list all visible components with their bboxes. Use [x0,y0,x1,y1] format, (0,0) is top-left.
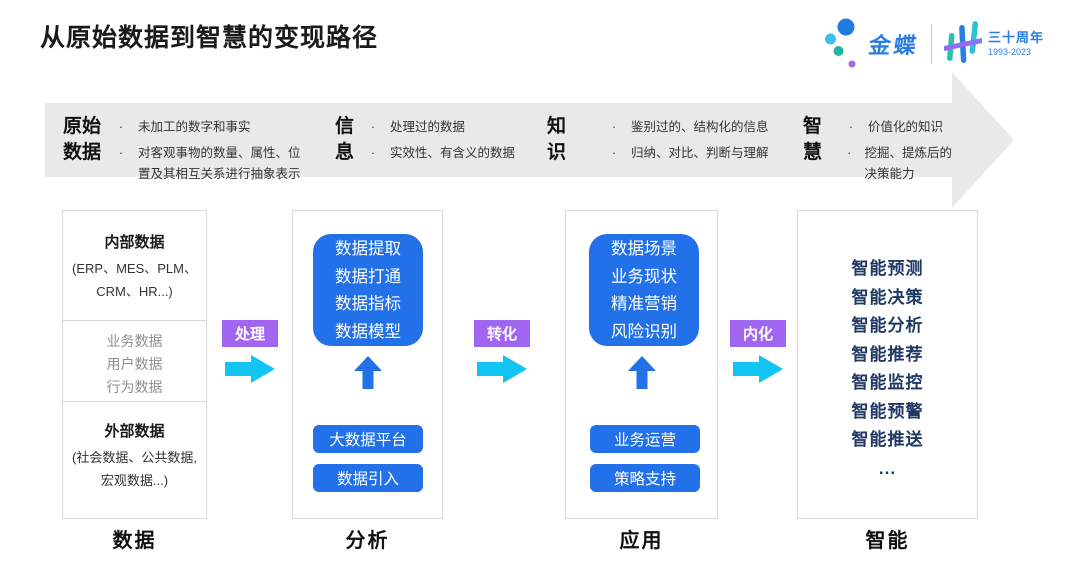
label-application: 应用 [619,530,664,552]
application-scenario-box: 数据场景 业务现状 精准营销 风险识别 [589,234,699,346]
stage-point: ·归纳、对比、判断与理解 [609,143,769,164]
kingdee-logo: 金蝶 三十周年 1993-2023 [823,14,1044,74]
up-arrow-icon [353,356,382,389]
banner-stage-wisdom: 智 慧 ·价值化的知识 ·挖掘、提炼后的决策能力 [803,114,953,190]
bullet-dot: · [370,146,376,160]
bullet-dot: · [611,120,617,134]
external-data-title: 外部数据 [104,423,165,440]
anniversary-label: 三十周年 [987,30,1044,46]
internal-data-desc: (ERP、MES、PLM、 CRM、HR...) [72,261,197,299]
right-arrow-icon [733,355,783,383]
kingdee-dots-icon [824,18,856,68]
bullet-dot: · [847,146,852,160]
intelligence-item: 智能决策 [851,287,924,307]
middle-data-item: 用户数据 [106,356,163,372]
stage-point: ·挖掘、提炼后的决策能力 [846,143,953,185]
middle-data-section: 业务数据 用户数据 行为数据 [63,320,206,402]
anniversary-text: 三十周年 1993-2023 [988,30,1044,58]
dikw-banner: 原始 数据 ·未加工的数字和事实 ·对客观事物的数量、属性、位置及其相互关系进行… [45,103,953,181]
intelligence-item: 智能预测 [851,259,924,278]
label-intelligence: 智能 [865,530,910,552]
logo-divider [930,24,932,64]
right-arrow-icon [477,355,527,383]
stage-point: ·对客观事物的数量、属性、位置及其相互关系进行抽象表示 [116,143,310,185]
banner-stage-information: 信 息 ·处理过的数据 ·实效性、有含义的数据 [335,114,515,169]
intelligence-item: 智能推送 [851,430,924,449]
banner-arrowhead-icon [952,72,1014,208]
stage-point: ·未加工的数字和事实 [116,117,310,138]
column-analysis: 数据提取 数据打通 数据指标 数据模型 大数据平台 数据引入 [292,210,443,519]
page-title: 从原始数据到智慧的变现路径 [40,24,379,52]
banner-stage-raw-data: 原始 数据 ·未加工的数字和事实 ·对客观事物的数量、属性、位置及其相互关系进行… [63,114,310,190]
column-intelligence: 智能预测 智能决策 智能分析 智能推荐 智能监控 智能预警 智能推送 ... [797,210,978,519]
external-data-desc: (社会数据、公共数据, 宏观数据...) [72,450,197,488]
label-analysis: 分析 [345,530,390,552]
intelligence-list: 智能预测 智能决策 智能分析 智能推荐 智能监控 智能预警 智能推送 ... [798,211,977,483]
connector-internalize: 内化 [730,320,786,389]
stage-term: 原始 数据 [63,116,102,163]
bullet-dot: · [118,120,124,134]
stage-point: ·鉴别过的、结构化的信息 [609,117,769,138]
bullet-dot: · [848,120,854,134]
column-application: 数据场景 业务现状 精准营销 风险识别 业务运营 策略支持 [565,210,718,519]
internalize-badge: 内化 [730,320,786,347]
process-badge: 处理 [222,320,278,347]
bullet-dot: · [370,120,376,134]
strategy-support-button: 策略支持 [590,464,700,492]
big-data-platform-button: 大数据平台 [313,425,423,453]
bullet-dot: · [611,146,617,160]
analysis-capability-box: 数据提取 数据打通 数据指标 数据模型 [313,234,423,346]
internal-data-section: 内部数据 (ERP、MES、PLM、 CRM、HR...) [63,211,206,320]
middle-data-item: 行为数据 [106,379,163,395]
middle-data-item: 业务数据 [106,333,163,349]
connector-transform: 转化 [474,320,530,389]
stage-point: ·实效性、有含义的数据 [368,143,515,164]
thirty-anniversary-icon [943,21,982,63]
stage-term: 智 慧 [803,116,823,163]
external-data-section: 外部数据 (社会数据、公共数据, 宏观数据...) [63,402,206,492]
right-arrow-icon [225,355,275,383]
stage-term: 知 识 [547,116,567,163]
bullet-dot: · [118,146,124,160]
intelligence-item: 智能预警 [851,401,924,421]
brand-name: 金蝶 [867,33,921,58]
transform-badge: 转化 [474,320,530,347]
internal-data-title: 内部数据 [104,234,165,251]
intelligence-item: 智能分析 [851,316,924,335]
stage-point: ·处理过的数据 [368,117,515,138]
up-arrow-icon [627,356,656,389]
anniversary-years: 1993-2023 [987,46,1032,57]
stage-point: ·价值化的知识 [846,117,953,138]
label-data: 数据 [112,530,157,552]
intelligence-item: 智能监控 [851,373,924,392]
business-operation-button: 业务运营 [590,425,700,453]
stage-term: 信 息 [335,116,355,163]
intelligence-item: 智能推荐 [851,344,924,364]
connector-process: 处理 [222,320,278,389]
intelligence-item-ellipsis: ... [878,458,897,478]
column-data: 内部数据 (ERP、MES、PLM、 CRM、HR...) 业务数据 用户数据 … [62,210,207,519]
data-import-button: 数据引入 [313,464,423,492]
banner-stage-knowledge: 知 识 ·鉴别过的、结构化的信息 ·归纳、对比、判断与理解 [547,114,769,169]
